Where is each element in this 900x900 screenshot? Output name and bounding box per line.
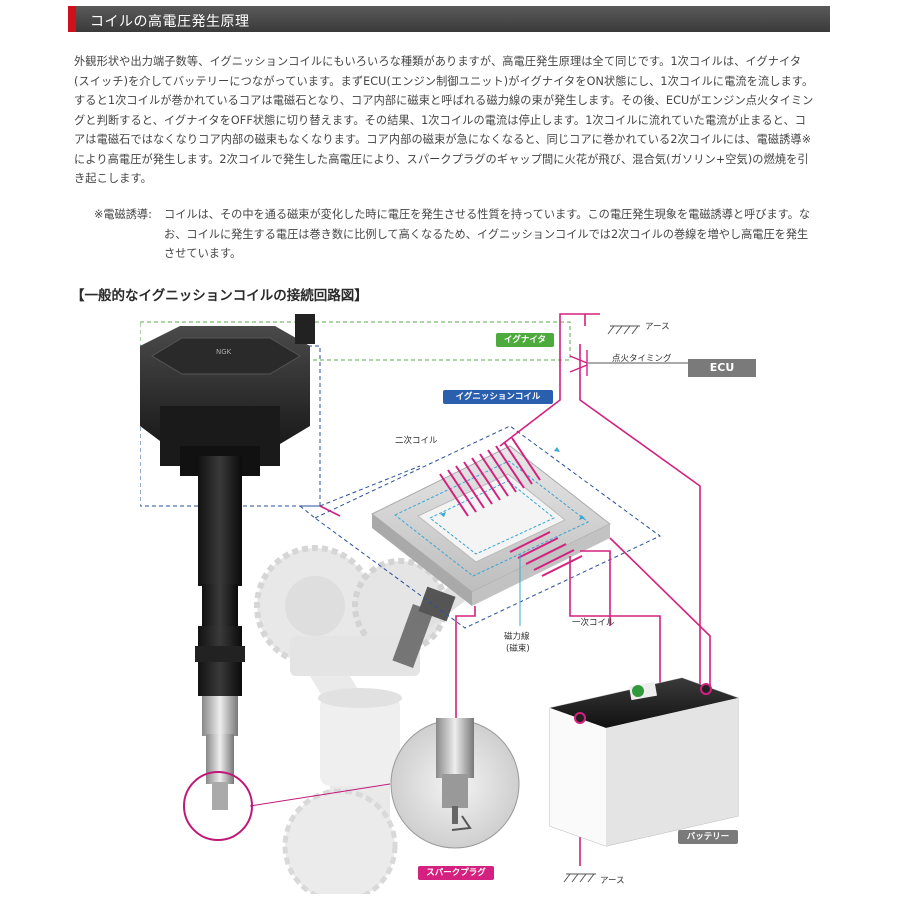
spark-plug-label: スパークプラグ: [418, 866, 494, 880]
spark-plug-zoom: [249, 718, 520, 849]
ecu-box: ECU: [688, 359, 756, 377]
diagram-title: 【一般的なイグニッションコイルの接続回路図】: [71, 288, 368, 304]
ignition-coil-label: イグニッションコイル: [443, 390, 553, 404]
header-title: コイルの高電圧発生原理: [90, 14, 250, 30]
section-header: コイルの高電圧発生原理: [68, 6, 830, 32]
magnetic-flux-sub-label: (磁束): [506, 644, 530, 654]
ignition-timing-label: 点火タイミング: [612, 354, 672, 364]
secondary-coil-label: 二次コイル: [395, 436, 438, 446]
earth-bottom-label: アース: [600, 876, 625, 886]
coil-brand-logo: NGK: [216, 348, 232, 356]
spark-plug-main: [183, 696, 253, 841]
coil-windings: [439, 437, 583, 577]
circuit-illustration: [139, 313, 739, 900]
magnetic-flux-label: 磁力線: [504, 632, 530, 642]
earth-symbol-bottom: [563, 873, 596, 883]
iron-core: [371, 445, 611, 606]
igniter-label: イグナイタ: [496, 333, 554, 347]
header-accent-bar: [68, 6, 76, 32]
battery-label: バッテリー: [678, 830, 738, 844]
battery: [549, 677, 739, 847]
note-label: ※電磁誘導:: [94, 208, 152, 221]
mounted-coil: [392, 586, 456, 668]
principle-paragraph: 外観形状や出力端子数等、イグニッションコイルにもいろいろな種類がありますが、高電…: [74, 55, 814, 185]
note-text: コイルは、その中を通る磁束が変化した時に電圧を発生させる性質を持っています。この…: [164, 208, 811, 260]
primary-coil-label: 一次コイル: [572, 618, 615, 628]
flux-arrows: [440, 447, 585, 520]
coil-plane-outline: [314, 425, 661, 629]
circuit-diagram: イグナイタ イグニッションコイル アース 点火タイミング ECU 二次コイル 一…: [139, 306, 840, 900]
earth-top-label: アース: [645, 322, 670, 332]
ignition-coil: [140, 314, 315, 696]
igniter-symbol: [569, 350, 588, 376]
earth-symbol-top: [607, 325, 640, 335]
